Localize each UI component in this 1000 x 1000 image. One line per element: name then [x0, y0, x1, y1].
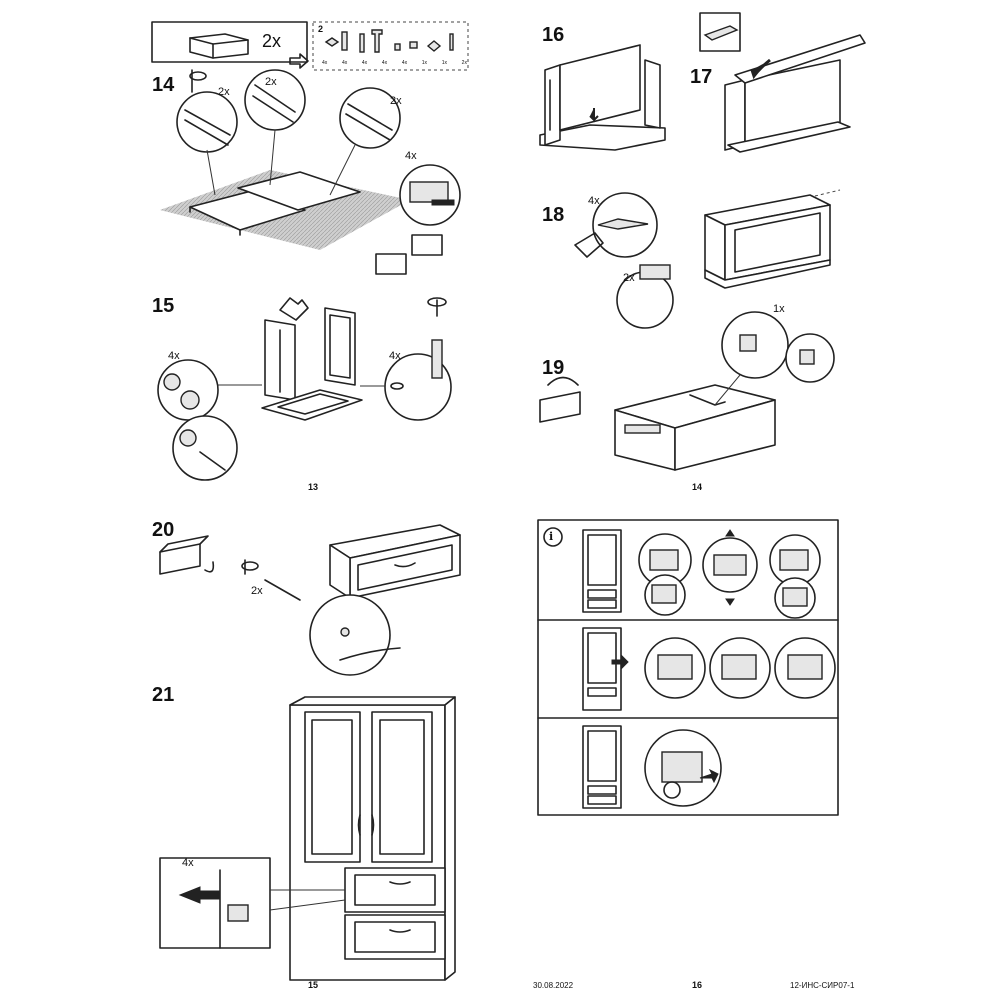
info-icon: i — [549, 530, 554, 543]
page-number-16: 16 — [692, 980, 703, 990]
qty-14-b: 2x — [265, 76, 277, 88]
hammer-icon — [574, 232, 604, 258]
step-17-illustration — [699, 12, 866, 153]
hardware-quantities: 4x 4x 4x 4x 4x 1x 1x 2x — [322, 60, 467, 66]
step-14-illustration — [151, 21, 469, 275]
detail-box-21 — [159, 857, 271, 949]
qty-14-d: 4x — [405, 150, 417, 162]
qty-20-a: 2x — [251, 585, 263, 597]
door-panel — [324, 307, 356, 386]
hardware-qty-7: 1x — [441, 60, 447, 66]
step-number-16: 16 — [542, 24, 565, 46]
qty-14-c: 2x — [390, 95, 402, 107]
hardware-bag-number: 2 — [318, 24, 324, 34]
hardware-icons — [324, 29, 454, 53]
step-20-illustration — [159, 524, 461, 676]
detail-circle-3 — [339, 87, 401, 149]
qty-19-a: 1x — [773, 303, 785, 315]
detail-circle-knob — [309, 594, 391, 676]
cabinet-back-panel — [559, 44, 641, 131]
step-19-illustration — [539, 311, 835, 471]
hand-icon — [279, 297, 309, 321]
footer-code: 12-ИНС-СИР07-1 — [790, 981, 855, 990]
drawer-rail-right — [237, 171, 361, 211]
step-18-illustration — [574, 189, 841, 329]
detail-circle-screw — [172, 415, 238, 481]
step-number-20: 20 — [152, 519, 175, 541]
cabinet-side-left — [544, 64, 561, 146]
drawer-icon-19 — [539, 391, 581, 423]
arrow-right-icon — [289, 53, 309, 69]
hardware-qty-3: 4x — [361, 60, 368, 66]
step-number-15: 15 — [152, 295, 175, 317]
hardware-qty-5: 4x — [401, 60, 408, 66]
detail-circle-cam — [157, 359, 219, 421]
step-number-19: 19 — [542, 357, 565, 379]
info-panel — [537, 519, 839, 816]
qty-15-b: 4x — [389, 350, 401, 362]
hardware-qty-2: 4x — [341, 60, 348, 66]
footer-date: 30.08.2022 — [533, 981, 574, 990]
drawer-icon-20 — [159, 543, 201, 575]
qty-21-a: 4x — [182, 857, 194, 869]
cabinet-side-17 — [724, 79, 746, 151]
step-21-illustration — [159, 696, 456, 981]
qty-15-a: 4x — [168, 350, 180, 362]
hardware-qty-1: 4x — [322, 60, 328, 66]
step-number-18: 18 — [542, 204, 565, 226]
hardware-qty-8: 2x — [461, 60, 467, 66]
page-number-13: 13 — [308, 482, 319, 492]
page-number-14: 14 — [692, 482, 703, 492]
step-number-17: 17 — [690, 66, 713, 88]
step-number-14: 14 — [152, 74, 175, 96]
qty-14-a: 2x — [218, 86, 230, 98]
step-15-illustration — [157, 297, 452, 481]
cabinet-base — [539, 124, 666, 151]
drawer-quantity-box — [151, 21, 308, 63]
qty-18-a: 4x — [588, 195, 600, 207]
hardware-qty-4: 4x — [381, 60, 388, 66]
page-number-15: 15 — [308, 980, 319, 990]
hardware-qty-6: 1x — [421, 60, 428, 66]
step-number-21: 21 — [152, 684, 175, 706]
drawer-icon — [189, 33, 249, 59]
info-icon-circle — [543, 527, 563, 547]
drawer-quantity: 2x — [262, 31, 282, 51]
qty-18-b: 2x — [623, 272, 635, 284]
top-panel-17 — [734, 34, 866, 84]
step-16-illustration — [539, 44, 666, 151]
